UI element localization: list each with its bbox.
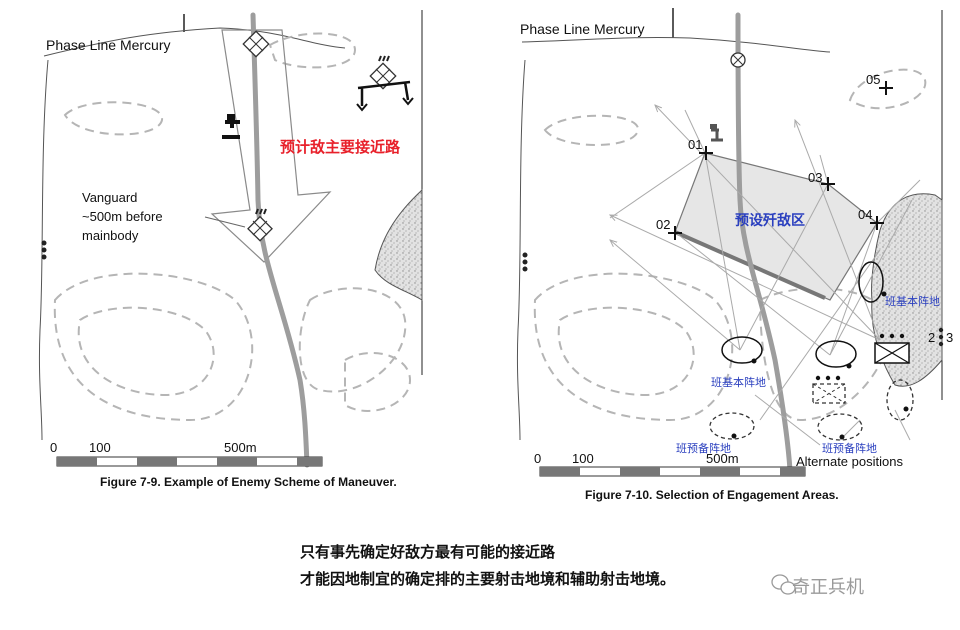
bottom-text-line-1: 只有事先确定好敌方最有可能的接近路 [300,543,556,561]
left-figure-caption: Figure 7-9. Example of Enemy Scheme of M… [100,475,397,489]
left-scale-500m: 500m [224,440,257,455]
squad-primary-label-left: 班基本阵地 [711,375,766,389]
left-scale-100: 100 [89,440,111,455]
right-map: 01 02 03 04 05 [516,8,953,477]
left-scale-bar [56,456,323,467]
enemy-unit-diamond-vanguard [247,208,273,242]
right-unit-dots [938,327,944,347]
obstacle-block [227,114,235,120]
alternate-positions-label: Alternate positions [796,454,903,469]
vanguard-line-3: mainbody [82,228,139,243]
engagement-area-label: 预设歼敌区 [735,212,805,228]
right-obstacle-symbol [711,128,723,142]
right-scale-100: 100 [572,451,594,466]
vanguard-line-2: ~500m before [82,209,163,224]
squad-alternate-label-right: 班预备阵地 [822,441,877,455]
vanguard-line-1: Vanguard [82,190,137,205]
left-red-approach-label: 预计敌主要接近路 [280,138,401,156]
squad-primary-position-right [815,340,857,369]
left-phase-line-label: Phase Line Mercury [46,37,171,53]
watermark-text: 奇正兵机 [792,577,864,598]
right-scale-0: 0 [534,451,541,466]
platoon-hq-symbol [874,333,910,364]
right-phase-line [521,36,831,53]
right-left-edge [516,59,526,441]
trp-05: 05 [866,72,880,87]
enemy-approach-arrow [210,29,332,263]
trp-03: 03 [808,170,822,185]
squad-alternate-position-right [817,413,863,441]
squad-primary-label-right: 班基本阵地 [885,294,940,308]
right-scale-500m: 500m [706,451,739,466]
bottom-text-line-2: 才能因地制宜的确定排的主要射击地境和辅助射击地境。 [300,570,676,588]
left-map: Phase Line Mercury 预计敌主要接近路 Vanguard ~50… [38,10,423,468]
right-phase-line-label: Phase Line Mercury [520,21,645,37]
right-left-dot-symbol [522,252,528,272]
left-dot-symbol [41,240,47,260]
trp-04: 04 [858,207,872,222]
squad-primary-position-left [721,336,763,364]
left-scale-0: 0 [50,440,57,455]
right-figure-caption: Figure 7-10. Selection of Engagement Are… [585,488,839,502]
squad-alternate-label-left: 班预备阵地 [676,441,731,455]
left-left-edge [38,59,49,441]
squad-primary-position-upper-right [858,261,887,303]
trp-01: 01 [688,137,702,152]
enemy-unit-diamond-right [356,55,414,112]
engagement-area [674,152,878,301]
unit-number-2: 2 [928,330,935,345]
unit-number-3: 3 [946,330,953,345]
squad-alternate-position-left [709,412,755,440]
left-contours [53,32,412,422]
alternate-platoon-symbol [812,375,846,404]
left-rocky-terrain [374,188,423,301]
wechat-watermark-icon [771,574,796,595]
vanguard-leader-line [204,216,246,228]
right-scale-bar [539,466,806,477]
left-road [250,12,310,468]
sector-of-fire-lines [610,105,921,446]
road-checkpoint [730,52,746,68]
right-rocky-terrain [871,193,943,387]
right-obstacle-block [710,124,717,129]
squad-alternate-position-far-right [886,379,914,421]
trp-markers [668,81,893,240]
enemy-unit-diamond-top [242,30,270,58]
left-phase-line [43,27,346,57]
right-road [735,12,793,473]
trp-02: 02 [656,217,670,232]
